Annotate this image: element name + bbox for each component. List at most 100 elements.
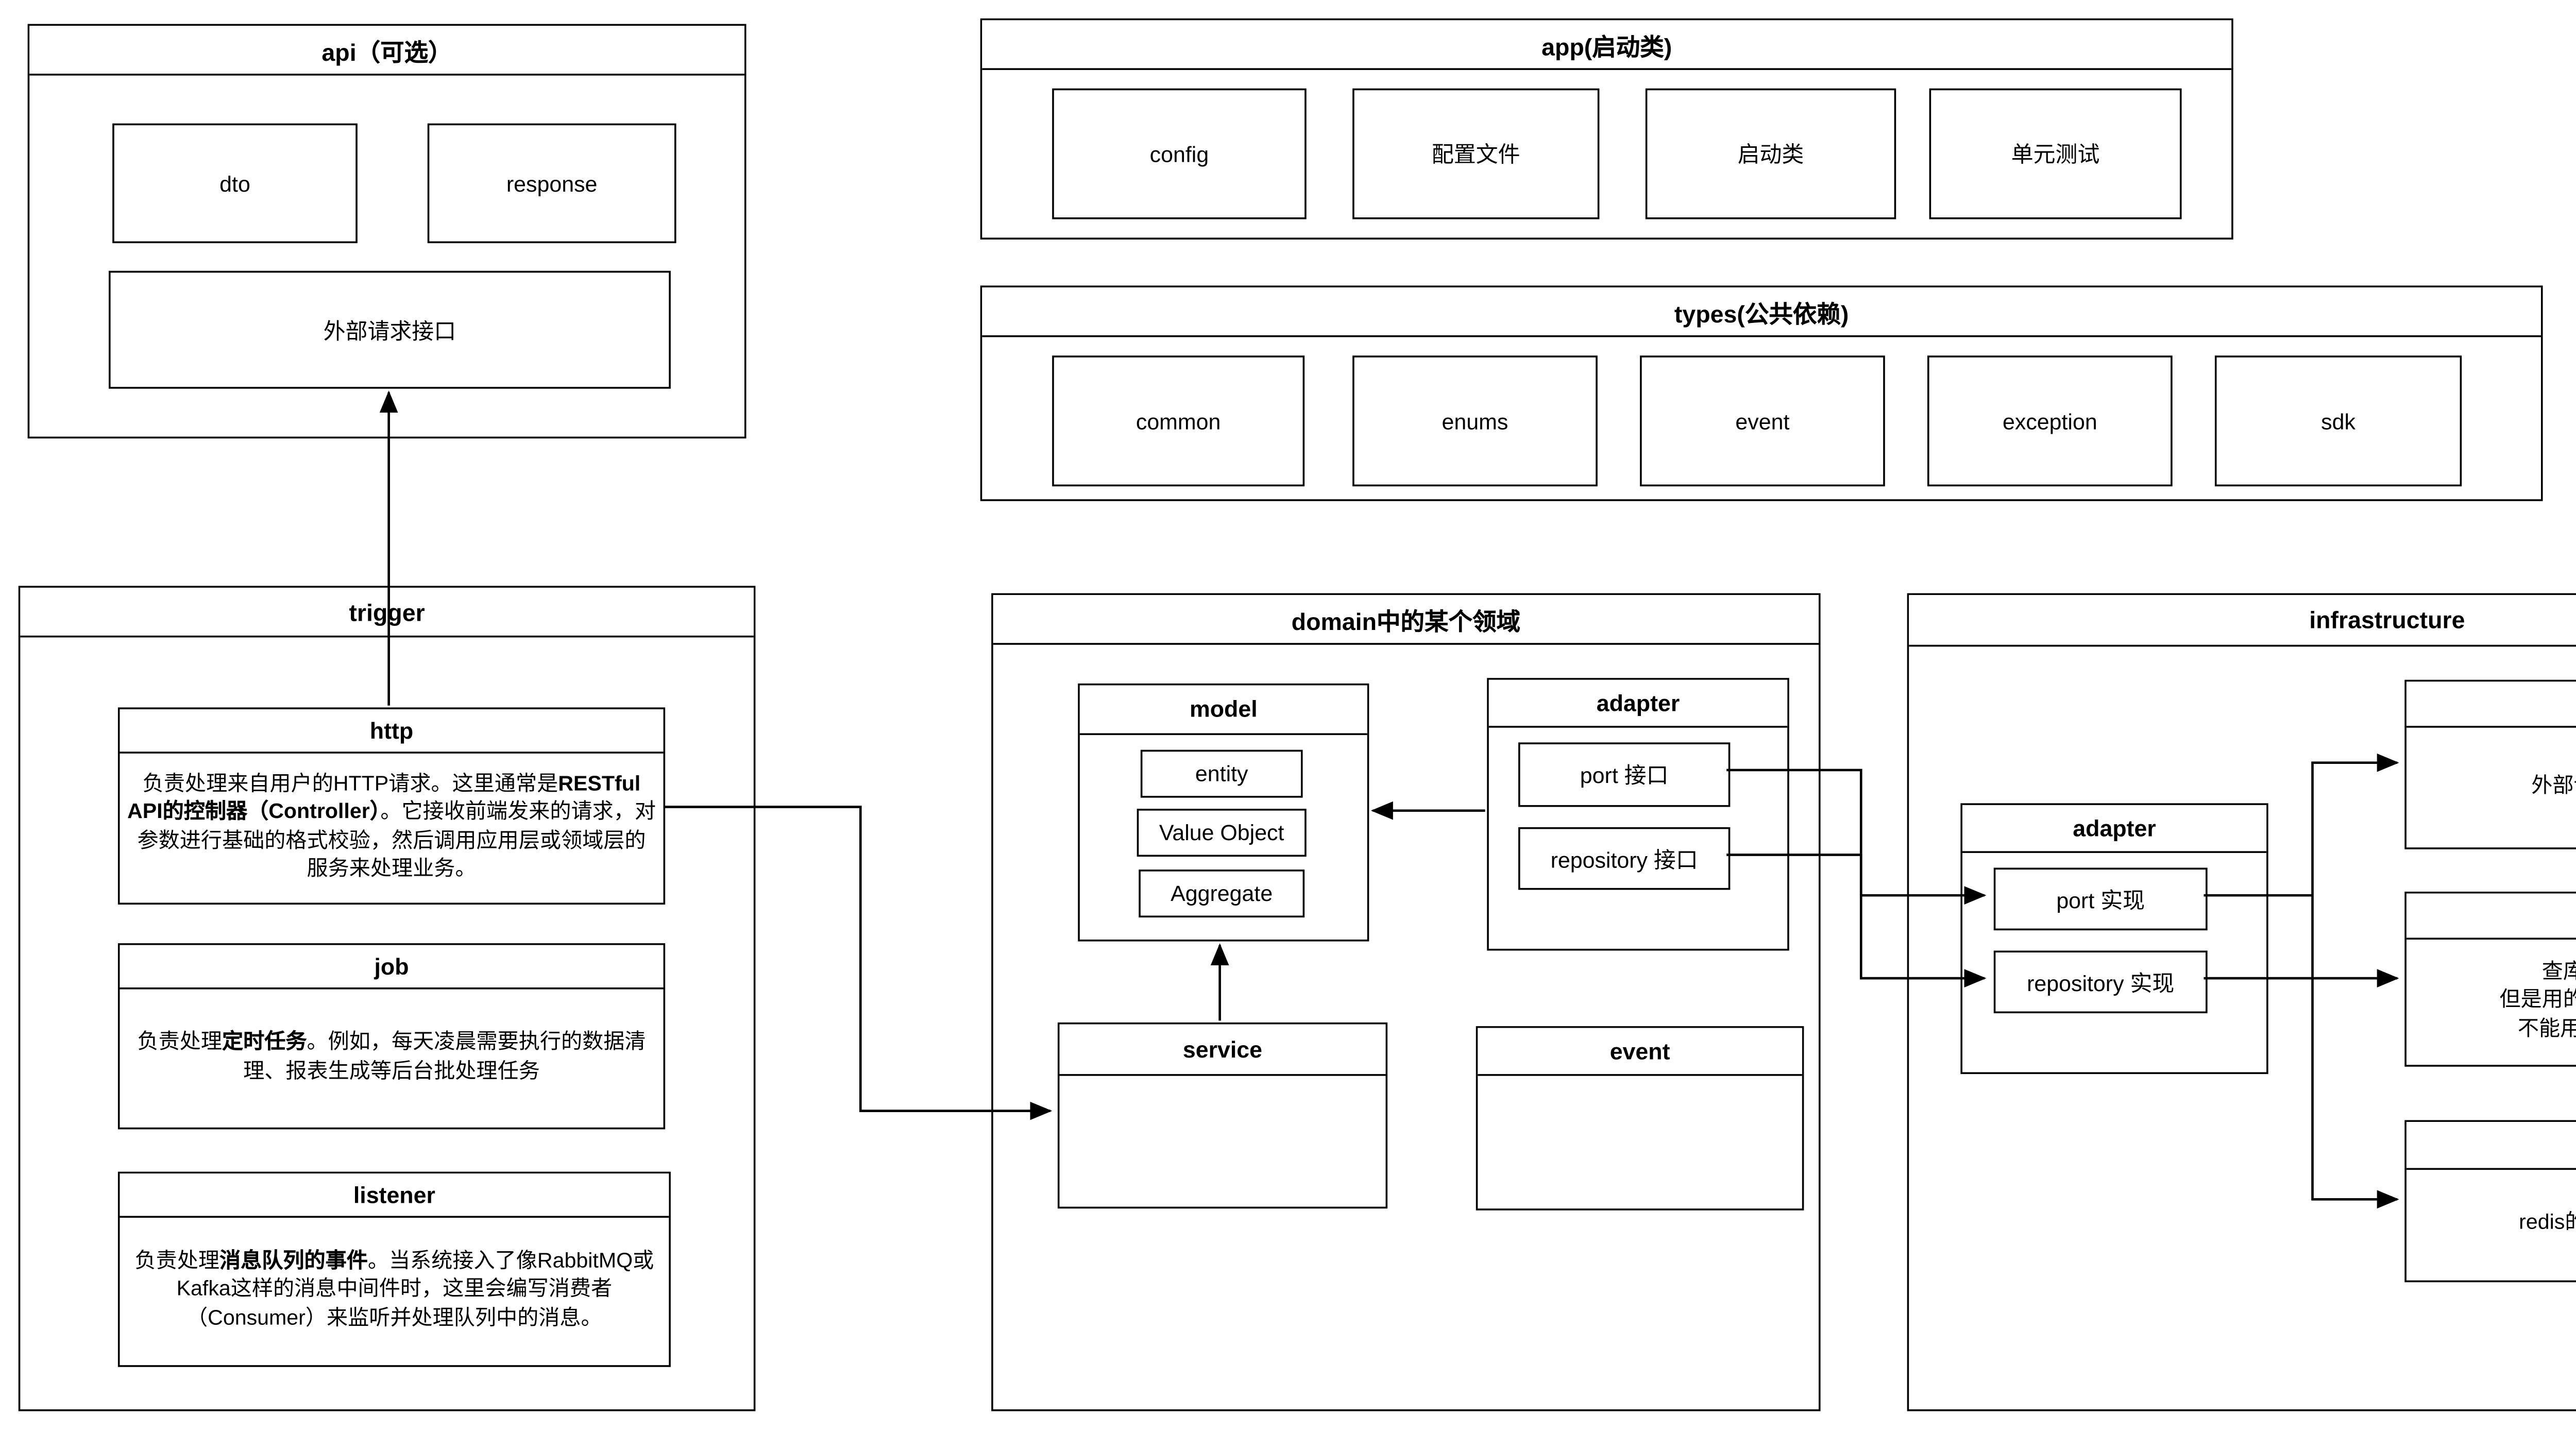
domain-adapter-node: adapter port 接口 repository 接口 (1487, 678, 1789, 951)
job-desc-pre: 负责处理 (137, 1031, 222, 1054)
listener-desc-bold: 消息队列的事件 (219, 1250, 368, 1273)
entity-label: entity (1195, 761, 1248, 787)
bootstrap-node: 启动类 (1645, 88, 1896, 219)
external-request-label: 外部请求接口 (323, 317, 456, 344)
model-title-label: model (1189, 696, 1258, 722)
unit-test-node: 单元测试 (1929, 88, 2182, 219)
redis-body: redis的相关操作的实现 (2406, 1170, 2576, 1281)
infrastructure-title-label: infrastructure (2309, 606, 2465, 634)
repository-impl-label: repository 实现 (2027, 970, 2175, 996)
api-title: api（可选） (29, 26, 744, 76)
http-description: 负责处理来自用户的HTTP请求。这里通常是RESTful API的控制器（Con… (120, 771, 663, 885)
app-title: app(启动类) (982, 20, 2232, 70)
job-title: job (120, 945, 664, 990)
app-container: app(启动类) config 配置文件 启动类 单元测试 (980, 18, 2233, 240)
app-title-label: app(启动类) (1541, 32, 1672, 60)
redis-node: redis redis的相关操作的实现 (2404, 1120, 2576, 1283)
response-label: response (506, 170, 598, 196)
response-node: response (427, 123, 676, 244)
redis-title: redis (2406, 1122, 2576, 1170)
domain-adapter-title: adapter (1488, 679, 1788, 728)
gateway-node: gateway 外部调用的具体实现 (2404, 679, 2576, 849)
enums-label: enums (1442, 408, 1509, 434)
aggregate-label: Aggregate (1171, 880, 1273, 907)
value-object-label: Value Object (1159, 820, 1284, 846)
job-description: 负责处理定时任务。例如，每天凌晨需要执行的数据清理、报表生成等后台批处理任务 (120, 1030, 663, 1087)
gateway-description: 外部调用的具体实现 (2531, 775, 2576, 797)
port-interface-node: port 接口 (1518, 742, 1731, 807)
job-body: 负责处理定时任务。例如，每天凌晨需要执行的数据清理、报表生成等后台批处理任务 (120, 990, 663, 1128)
gateway-title: gateway (2406, 681, 2576, 728)
trigger-container: trigger http 负责处理来自用户的HTTP请求。这里通常是RESTfu… (18, 586, 756, 1411)
http-desc-pre: 负责处理来自用户的HTTP请求。这里通常是 (142, 773, 558, 795)
config-file-label: 配置文件 (1431, 142, 1520, 168)
exception-label: exception (2002, 408, 2097, 434)
listener-title: listener (120, 1173, 669, 1218)
dao-title: dao (2406, 893, 2576, 940)
http-title: http (120, 709, 664, 754)
types-title: types(公共依赖) (982, 287, 2541, 337)
external-request-node: 外部请求接口 (109, 270, 671, 389)
api-title-label: api（可选） (321, 38, 452, 65)
common-node: common (1052, 355, 1305, 487)
port-impl-node: port 实现 (1993, 867, 2208, 931)
types-container: types(公共依赖) common enums event exception… (980, 285, 2543, 501)
infrastructure-title: infrastructure (1909, 595, 2576, 647)
exception-node: exception (1927, 355, 2173, 487)
event-types-node: event (1640, 355, 1885, 487)
listener-desc-pre: 负责处理 (134, 1250, 219, 1273)
listener-node: listener 负责处理消息队列的事件。当系统接入了像RabbitMQ或Kaf… (117, 1171, 671, 1367)
entity-node: entity (1140, 749, 1303, 798)
config-node: config (1052, 88, 1307, 219)
dao-node: dao 查库的具体实现， 但是用的实体类是自己的， 不能用domain的实体类 (2404, 892, 2576, 1067)
http-desc-bold: RESTful API的控制器（Controller） (127, 773, 641, 824)
domain-event-title: event (1478, 1028, 1802, 1076)
sdk-label: sdk (2321, 408, 2355, 434)
listener-title-label: listener (353, 1182, 435, 1208)
enums-node: enums (1352, 355, 1598, 487)
bootstrap-label: 启动类 (1737, 142, 1804, 168)
domain-title: domain中的某个领域 (993, 595, 1819, 645)
listener-desc-post: 。当系统接入了像RabbitMQ或Kafka这样的消息中间件时，这里会编写消费者… (176, 1250, 654, 1330)
listener-body: 负责处理消息队列的事件。当系统接入了像RabbitMQ或Kafka这样的消息中间… (120, 1218, 669, 1365)
aggregate-node: Aggregate (1139, 870, 1305, 918)
dto-node: dto (112, 123, 358, 244)
infra-adapter-title-label: adapter (2073, 815, 2156, 841)
config-file-node: 配置文件 (1352, 88, 1600, 219)
port-interface-label: port 接口 (1580, 762, 1669, 789)
service-node: service (1057, 1022, 1388, 1209)
config-label: config (1149, 141, 1209, 167)
domain-event-title-label: event (1609, 1038, 1670, 1064)
port-impl-label: port 实现 (2056, 887, 2145, 913)
event-types-label: event (1735, 408, 1790, 434)
http-node: http 负责处理来自用户的HTTP请求。这里通常是RESTful API的控制… (117, 707, 666, 905)
sdk-node: sdk (2214, 355, 2462, 487)
domain-adapter-title-label: adapter (1596, 690, 1680, 716)
unit-test-label: 单元测试 (2011, 142, 2100, 168)
infra-adapter-title: adapter (1962, 805, 2267, 853)
repository-interface-label: repository 接口 (1550, 846, 1698, 873)
http-body: 负责处理来自用户的HTTP请求。这里通常是RESTful API的控制器（Con… (120, 754, 663, 903)
domain-container: domain中的某个领域 model entity Value Object A… (991, 593, 1821, 1411)
job-title-label: job (374, 953, 409, 979)
job-desc-bold: 定时任务 (222, 1031, 307, 1054)
job-desc-post: 。例如，每天凌晨需要执行的数据清理、报表生成等后台批处理任务 (243, 1031, 646, 1083)
domain-event-node: event (1476, 1026, 1804, 1211)
model-node: model entity Value Object Aggregate (1078, 683, 1369, 942)
service-title-label: service (1182, 1036, 1263, 1062)
trigger-title-label: trigger (349, 598, 425, 626)
http-title-label: http (369, 718, 414, 744)
value-object-node: Value Object (1137, 809, 1307, 857)
api-container: api（可选） dto response 外部请求接口 (27, 24, 747, 439)
repository-interface-node: repository 接口 (1518, 827, 1731, 890)
common-label: common (1136, 408, 1221, 434)
model-title: model (1079, 685, 1367, 736)
redis-description: redis的相关操作的实现 (2519, 1213, 2576, 1235)
dto-label: dto (219, 170, 250, 196)
dao-body: 查库的具体实现， 但是用的实体类是自己的， 不能用domain的实体类 (2406, 940, 2576, 1065)
types-title-label: types(公共依赖) (1674, 299, 1849, 327)
dao-description: 查库的具体实现， 但是用的实体类是自己的， 不能用domain的实体类 (2499, 961, 2576, 1041)
http-desc-post: 。它接收前端发来的请求，对参数进行基础的格式校验，然后调用应用层或领域层的服务来… (137, 801, 656, 881)
job-node: job 负责处理定时任务。例如，每天凌晨需要执行的数据清理、报表生成等后台批处理… (117, 943, 666, 1130)
